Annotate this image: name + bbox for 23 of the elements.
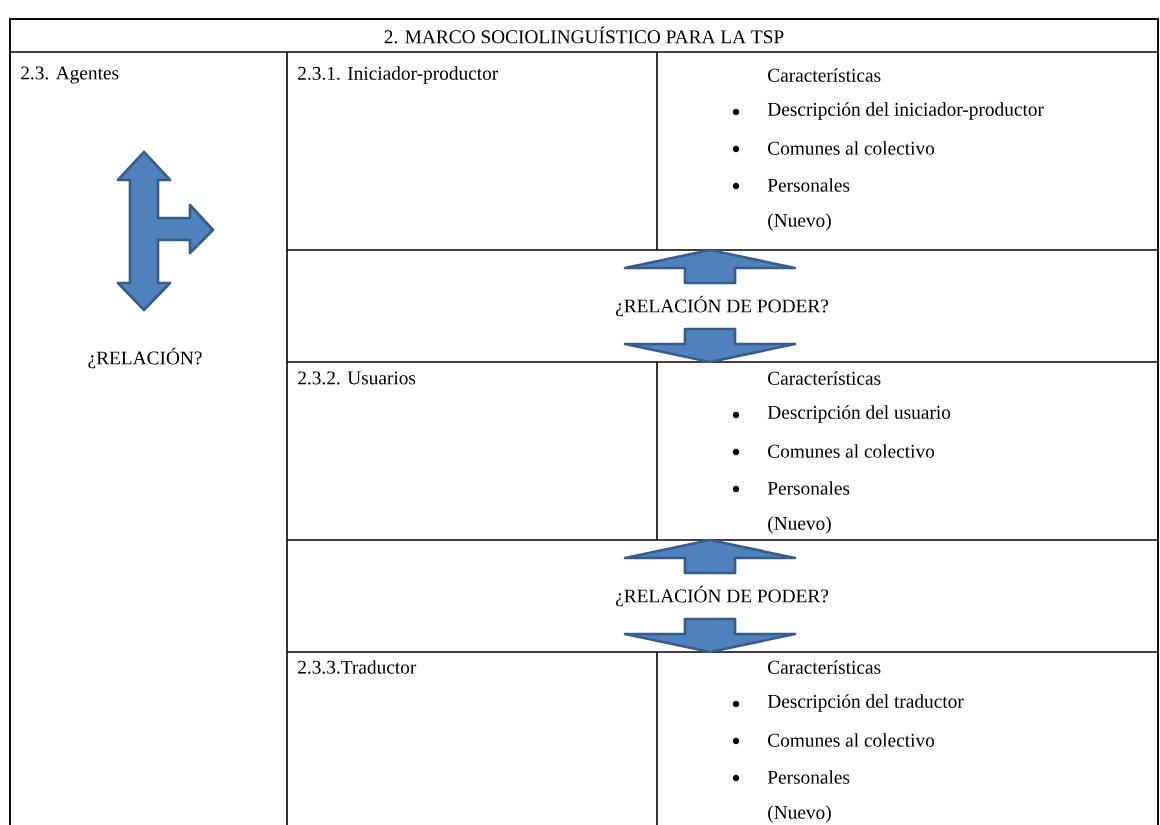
- bullet-item: Comunes al colectivo: [768, 733, 935, 747]
- cell-text: ¿RELACIÓN DE PODER?: [615, 585, 829, 607]
- bullet-item: Comunes al colectivo: [768, 444, 935, 458]
- cell-text: 2.3.3.Traductor: [298, 660, 417, 674]
- bullet-item: Personales: [767, 481, 850, 495]
- cell-text: (Nuevo): [768, 516, 831, 534]
- bullet-item: Descripción del usuario: [767, 405, 951, 423]
- bullet-item: Descripción del iniciador-productor: [767, 102, 1044, 120]
- cell-text: Características: [768, 660, 881, 674]
- table-title: 2. MARCO SOCIOLINGUÍSTICO PARA LA TSP: [384, 26, 784, 44]
- cell-text: ¿RELACIÓN DE PODER?: [615, 295, 829, 317]
- cell-text: ¿RELACIÓN?: [88, 347, 202, 369]
- cell-text: 2.3. Agentes: [21, 66, 119, 84]
- cell-text: 2.3.1. Iniciador-productor: [298, 66, 499, 84]
- bullet-item: Personales: [767, 770, 850, 784]
- cell-text: (Nuevo): [768, 805, 831, 823]
- bullet-item: Descripción del traductor: [767, 694, 964, 712]
- bullet-item: Personales: [767, 178, 850, 192]
- bullet-item: Comunes al colectivo: [768, 141, 935, 155]
- cell-text: 2.3.2. Usuarios: [298, 371, 416, 385]
- cell-text: Características: [768, 371, 881, 385]
- cell-text: Características: [768, 68, 881, 82]
- cell-text: (Nuevo): [768, 213, 831, 231]
